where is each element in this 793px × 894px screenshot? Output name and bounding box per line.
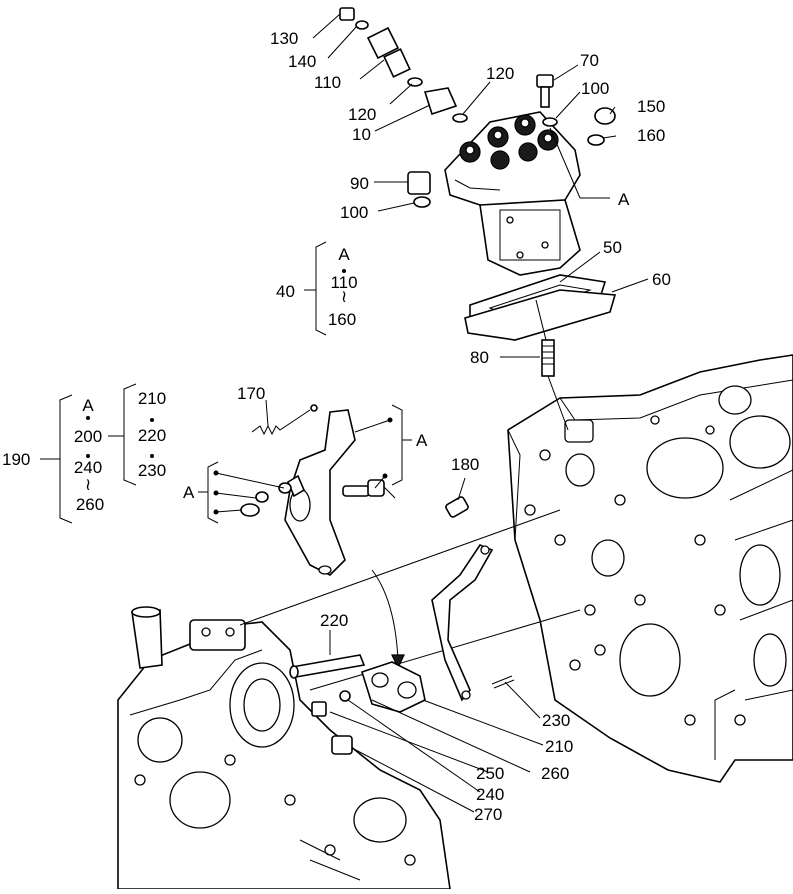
- callout-90: 90: [350, 174, 369, 193]
- callout-110: 110: [314, 73, 341, 92]
- callout-labels: 130 140 110 120 120 10 70 100 150 160 90…: [2, 29, 671, 824]
- engine-block: [507, 354, 793, 783]
- callout-60: 60: [652, 270, 671, 289]
- bracket-a-left: [198, 461, 285, 524]
- sleeve-90: [407, 171, 431, 195]
- group-190-item: 220: [138, 426, 166, 445]
- bracket-a-upper: [354, 404, 412, 489]
- washer-140: [355, 20, 369, 30]
- callout-50: 50: [603, 238, 622, 257]
- callout-130: 130: [270, 29, 298, 48]
- callout-150: 150: [637, 97, 665, 116]
- governor-lever: [431, 544, 494, 702]
- group-190-bracket: ≀: [40, 383, 154, 524]
- svg-text:≀: ≀: [85, 475, 91, 494]
- stud-80: [535, 299, 569, 431]
- callout-140: 140: [288, 52, 316, 71]
- group-190-item: 210: [138, 389, 166, 408]
- callout-100: 100: [581, 79, 609, 98]
- callout-270: 270: [474, 805, 502, 824]
- injection-pump: [444, 111, 581, 276]
- group-190-item: 260: [76, 495, 104, 514]
- svg-text:≀: ≀: [341, 287, 347, 306]
- callout-a: A: [618, 190, 630, 209]
- callout-170: 170: [237, 384, 265, 403]
- group-190-item: A: [82, 396, 94, 415]
- callout-80: 80: [470, 348, 489, 367]
- callout-10: 10: [352, 125, 371, 144]
- callout-70: 70: [580, 51, 599, 70]
- small-parts-left: [240, 479, 396, 517]
- callout-240: 240: [476, 785, 504, 804]
- group-40-item: 110: [330, 273, 357, 292]
- leader-lines: [265, 13, 649, 813]
- group-190-item: 230: [138, 461, 166, 480]
- callout-180: 180: [451, 455, 479, 474]
- callout-120: 120: [348, 105, 376, 124]
- banjo-bolt-130: [339, 7, 355, 21]
- group-40-item: A: [338, 245, 350, 264]
- callout-a: A: [183, 483, 195, 502]
- pin-230: [491, 675, 515, 689]
- bolt-70: [536, 74, 554, 108]
- gear-housing: [117, 606, 451, 890]
- callout-210: 210: [545, 737, 573, 756]
- shaft-220: [289, 654, 366, 679]
- group-40-bracket: ≀: [304, 241, 347, 336]
- callout-a: A: [416, 431, 428, 450]
- hollow-screw-110: [366, 26, 411, 78]
- group-190-item: 240: [74, 458, 102, 477]
- washer-100: [413, 117, 558, 208]
- screw-180: [445, 496, 469, 518]
- callout-230: 230: [542, 711, 570, 730]
- group-190-item: 200: [74, 427, 102, 446]
- group-40-item: 160: [328, 310, 356, 329]
- bolt-270: [331, 735, 353, 755]
- bolt-250: [311, 690, 351, 717]
- fitting-10: [423, 87, 458, 116]
- callout-260: 260: [541, 764, 569, 783]
- fork-lever-assembly: [284, 409, 356, 576]
- group-40-label: 40: [276, 282, 295, 301]
- washer-160: [587, 134, 605, 146]
- lever-block-210: [361, 661, 426, 713]
- callout-120: 120: [486, 64, 514, 83]
- spring-170: [251, 404, 318, 436]
- group-190-label: 190: [2, 450, 30, 469]
- plug-150: [594, 107, 616, 125]
- callout-220: 220: [320, 611, 348, 630]
- callout-160: 160: [637, 126, 665, 145]
- callout-250: 250: [476, 764, 504, 783]
- callout-100: 100: [340, 203, 368, 222]
